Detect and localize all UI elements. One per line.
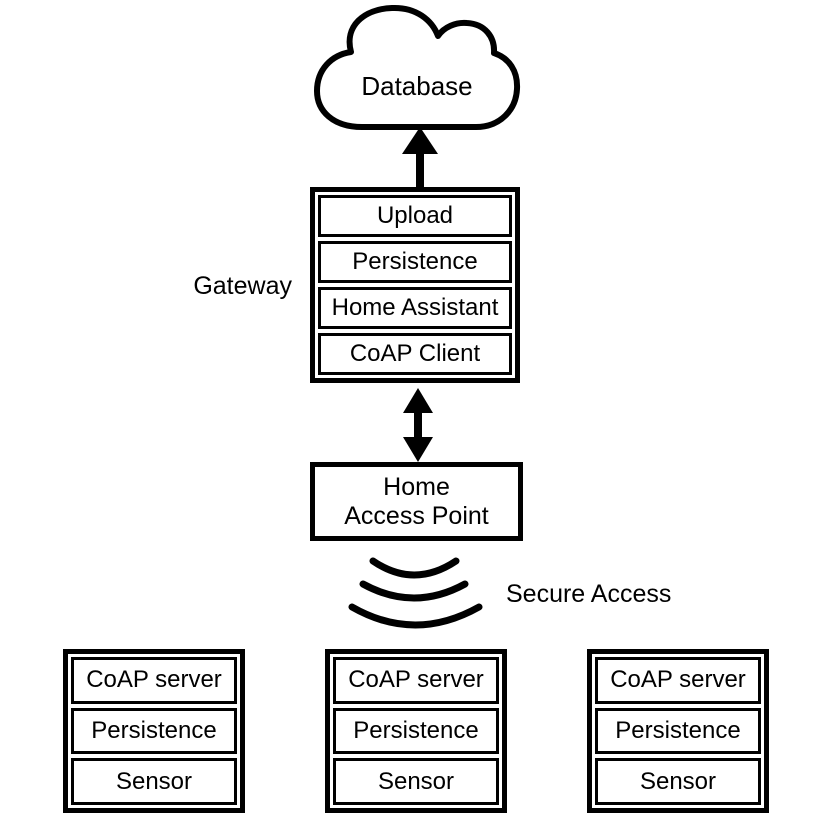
gateway-layer-persistence: Persistence <box>318 241 512 283</box>
gateway-to-ap-double-arrow <box>403 388 433 462</box>
secure-access-label: Secure Access <box>506 580 672 608</box>
gateway-layer-upload: Upload <box>318 195 512 237</box>
home-access-point-box: Home Access Point <box>310 462 523 541</box>
sensor1-layer-persistence: Persistence <box>71 707 237 755</box>
home-access-point-line2: Access Point <box>344 501 489 530</box>
gateway-layer-coap-client: CoAP Client <box>318 333 512 375</box>
sensor-node-stack-2: CoAP server Persistence Sensor <box>325 649 507 813</box>
gateway-layer-home-assistant: Home Assistant <box>318 287 512 329</box>
home-access-point-line1: Home <box>383 472 450 501</box>
sensor3-layer-persistence: Persistence <box>595 707 761 755</box>
sensor3-layer-sensor: Sensor <box>595 758 761 806</box>
sensor1-layer-coap-server: CoAP server <box>71 657 237 704</box>
gateway-label: Gateway <box>193 272 292 300</box>
database-cloud-icon <box>314 4 521 130</box>
wifi-waves-icon <box>348 557 483 629</box>
sensor-node-stack-3: CoAP server Persistence Sensor <box>587 649 769 813</box>
gateway-to-cloud-arrow <box>402 127 438 188</box>
sensor-node-stack-1: CoAP server Persistence Sensor <box>63 649 245 813</box>
gateway-stack: Upload Persistence Home Assistant CoAP C… <box>310 187 520 383</box>
database-cloud-label: Database <box>361 71 473 101</box>
sensor1-layer-sensor: Sensor <box>71 758 237 806</box>
sensor2-layer-persistence: Persistence <box>333 707 499 755</box>
sensor2-layer-sensor: Sensor <box>333 758 499 806</box>
sensor2-layer-coap-server: CoAP server <box>333 657 499 704</box>
sensor3-layer-coap-server: CoAP server <box>595 657 761 704</box>
